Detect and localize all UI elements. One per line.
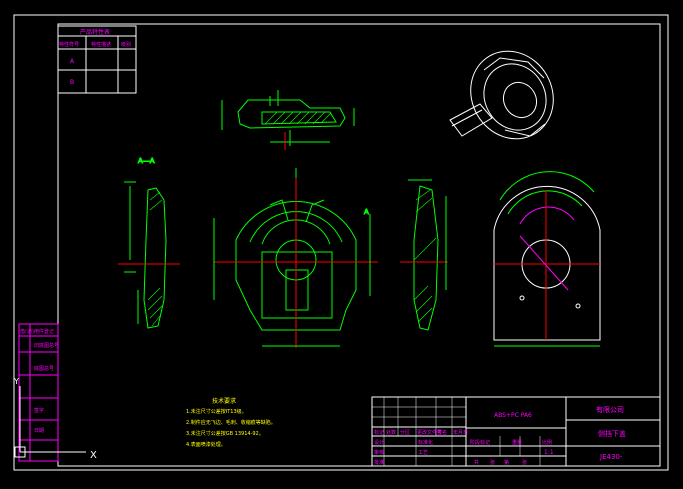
notes-item-3: 3.未注尺寸公差按GB 13914-92。 xyxy=(186,430,264,437)
notes-title: 技术要求 xyxy=(212,397,236,405)
notes-item-2: 2.制件应无飞边、毛刺、收缩痕等缺陷。 xyxy=(186,419,276,426)
notes-item-1: 1.未注尺寸公差按IT13级。 xyxy=(186,408,247,415)
rear-small-hole-left xyxy=(519,295,525,301)
approval-label-0: 设计 xyxy=(374,439,384,446)
strip-label-3: 签字 xyxy=(34,407,44,414)
feature-table-row-a: A xyxy=(70,58,75,65)
front-outer-outline xyxy=(235,201,357,331)
stage-label-0: 阶段标记 xyxy=(470,439,490,446)
stage-label-2: 比例 xyxy=(542,439,552,446)
drawing-frame xyxy=(13,14,669,471)
approval-label-3: 工艺 xyxy=(418,450,428,456)
title-block: 标记 处数 分区 更改文件号 签名 年月日 设计 标准化 审核 工艺 批准 阶段… xyxy=(371,396,661,467)
front-rib-right xyxy=(305,199,325,223)
feature-table-header-desc: 特性描述 xyxy=(91,41,111,48)
feature-table-header-symbol: 特性符号 xyxy=(59,41,79,48)
section-a-label: A—A xyxy=(138,157,155,165)
ucs-y-label: Y xyxy=(13,377,19,386)
top-view-hatch xyxy=(264,111,332,125)
title-row-label-1: 处数 xyxy=(386,429,396,436)
title-row-label-2: 分区 xyxy=(400,429,410,436)
feature-table-row-b: B xyxy=(70,79,74,86)
title-row-label-0: 标记 xyxy=(374,429,384,436)
sheet-label-2: 第 xyxy=(504,459,509,466)
scale-value: 1:1 xyxy=(544,449,554,456)
iso-rim xyxy=(483,57,545,79)
iso-arm-edge xyxy=(451,109,483,127)
right-side-view xyxy=(400,179,448,331)
top-view xyxy=(221,90,355,150)
sheet-label-3: 张 xyxy=(522,459,527,466)
title-row-label-3: 更改文件号 xyxy=(417,429,442,436)
drawing-number: JE430- xyxy=(599,453,623,461)
strip-label-1: 旧底图总号 xyxy=(34,342,59,349)
top-view-hatch-area xyxy=(261,111,337,125)
left-section-hatch xyxy=(147,191,163,327)
rear-view xyxy=(493,171,601,347)
rear-dim-arc xyxy=(507,190,583,215)
rear-dim-arc-outer xyxy=(499,171,595,201)
material-value: ABS+PC PA6 xyxy=(494,412,532,419)
feature-table-header-level: 级别 xyxy=(121,41,131,48)
front-rib-left xyxy=(269,199,289,221)
company-name: 有限公司 xyxy=(596,405,624,414)
feature-table-title: 产品特性表 xyxy=(80,28,110,36)
right-side-hatch xyxy=(413,189,437,323)
left-section-view: A—A xyxy=(118,157,180,329)
technical-notes: 技术要求 1.未注尺寸公差按IT13级。 2.制件应无飞边、毛刺、收缩痕等缺陷。… xyxy=(186,397,276,448)
stage-label-1: 重量 xyxy=(512,439,522,446)
left-section-outline xyxy=(143,187,167,329)
left-binding-strip: 借(通)用件登记 旧底图总号 底图总号 签字 日期 xyxy=(18,323,59,462)
part-name: 侧挡下盖 xyxy=(598,429,626,438)
approval-label-4: 批准 xyxy=(374,459,384,466)
strip-label-2: 底图总号 xyxy=(34,365,54,372)
top-view-outline xyxy=(237,99,346,129)
sheet-label-1: 张 xyxy=(490,459,495,466)
front-slot xyxy=(285,269,309,311)
feature-table: 产品特性表 特性符号 特性描述 级别 A B xyxy=(57,25,137,94)
ucs-x-label: X xyxy=(90,450,97,461)
sheet-label-0: 共 xyxy=(474,459,479,466)
iso-arm xyxy=(449,103,493,137)
strip-label-0: 借(通)用件登记 xyxy=(20,328,54,335)
iso-base xyxy=(504,123,546,137)
iso-body xyxy=(470,50,554,140)
notes-item-4: 4.表面喷漆处理。 xyxy=(186,441,226,448)
iso-inner xyxy=(483,63,547,131)
section-mark-a: A xyxy=(364,208,369,216)
approval-label-2: 审核 xyxy=(374,449,384,456)
isometric-view xyxy=(449,50,554,140)
approval-label-1: 标准化 xyxy=(418,439,433,446)
iso-hole xyxy=(502,81,538,119)
title-row-label-4: 签名 xyxy=(437,429,447,436)
rear-small-hole-right xyxy=(575,303,581,309)
front-pocket xyxy=(261,251,333,319)
ucs-icon: Y X xyxy=(13,377,97,461)
strip-label-4: 日期 xyxy=(34,428,44,434)
outer-border xyxy=(13,14,669,471)
front-view: A xyxy=(213,168,378,348)
title-row-label-5: 年月日 xyxy=(453,429,468,436)
inner-border xyxy=(57,23,661,467)
rear-outline xyxy=(493,185,601,341)
